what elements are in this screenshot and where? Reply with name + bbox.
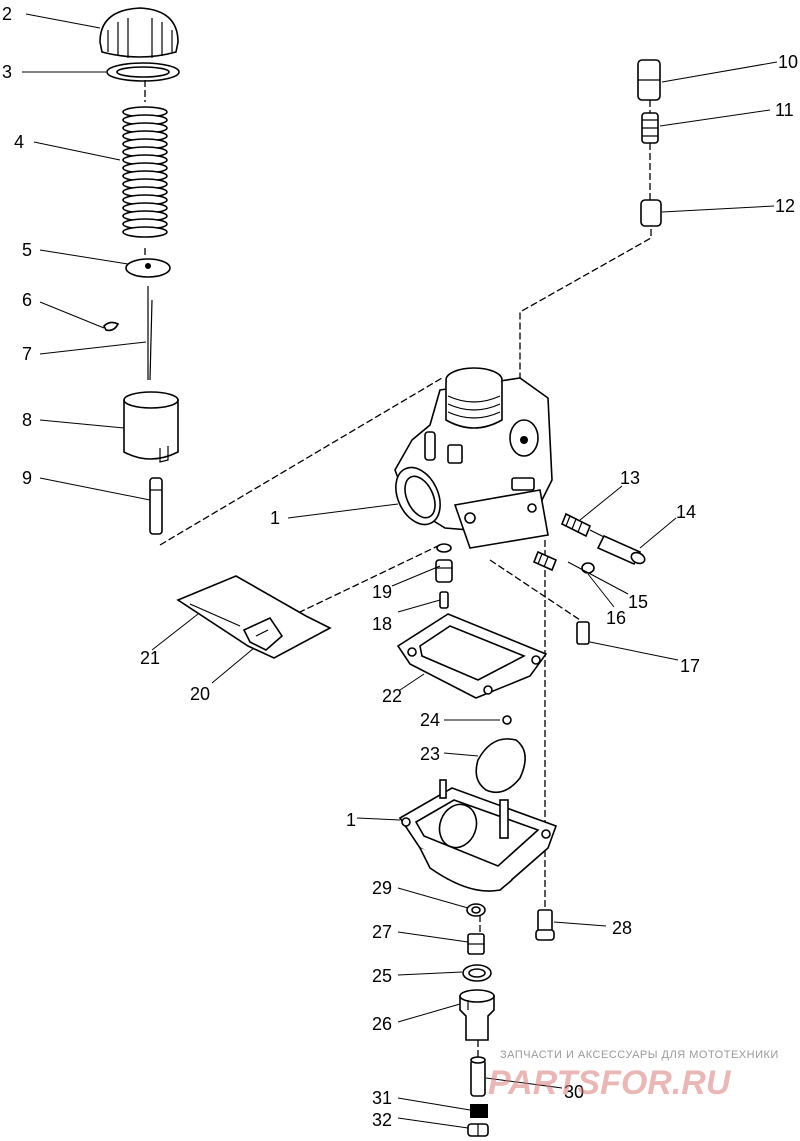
- callout-7: 7: [22, 344, 32, 364]
- leader-lines: [22, 13, 778, 1129]
- callout-14: 14: [676, 502, 696, 522]
- callout-6: 6: [22, 290, 32, 310]
- callout-8: 8: [22, 410, 32, 430]
- callout-1-bowl: 1: [346, 810, 356, 830]
- callout-9: 9: [22, 468, 32, 488]
- watermark: ЗАПЧАСТИ И АКСЕССУАРЫ ДЛЯ МОТОТЕХНИКИ PA…: [488, 1049, 779, 1102]
- assembly-guide-lines: [144, 80, 652, 1065]
- callout-12: 12: [775, 196, 795, 216]
- float-bowl: [398, 779, 558, 892]
- throttle-spring: [122, 106, 168, 238]
- overflow-tube: [470, 1056, 486, 1097]
- throttle-stop-screw: [596, 534, 646, 566]
- cable-bracket-plate: [176, 575, 332, 659]
- callout-29: 29: [372, 878, 392, 898]
- drain-screw: [467, 1123, 489, 1137]
- carb-top-cap: [99, 7, 179, 58]
- air-screw: [560, 512, 611, 541]
- callout-24: 24: [420, 710, 440, 730]
- callout-23: 23: [420, 744, 440, 764]
- cable-adjuster-top: [637, 59, 661, 101]
- callout-4: 4: [14, 132, 24, 152]
- callout-22: 22: [382, 686, 402, 706]
- callout-3: 3: [2, 62, 12, 82]
- throttle-slide: [123, 391, 179, 463]
- callout-25: 25: [372, 966, 392, 986]
- callout-11: 11: [775, 100, 794, 120]
- spring-seat: [125, 258, 171, 278]
- callout-10: 10: [778, 52, 798, 72]
- callout-1-body: 1: [270, 508, 280, 528]
- callout-20: 20: [190, 684, 210, 704]
- cap-gasket-ring: [106, 62, 180, 82]
- main-jet: [467, 933, 485, 955]
- o-ring: [462, 964, 492, 982]
- callout-26: 26: [372, 1014, 392, 1034]
- jet-needle: [147, 286, 153, 381]
- drain-spring: [470, 1104, 488, 1118]
- callout-16: 16: [606, 608, 626, 628]
- callout-13: 13: [620, 468, 640, 488]
- drain-fitting: [576, 621, 590, 645]
- stop-screw-spring: [532, 550, 558, 572]
- slide-pin: [149, 477, 163, 535]
- stop-screw-washer: [581, 562, 595, 574]
- watermark-tagline: ЗАПЧАСТИ И АКСЕССУАРЫ ДЛЯ МОТОТЕХНИКИ: [500, 1049, 779, 1061]
- spring-coil: [122, 226, 168, 238]
- callout-2: 2: [2, 4, 12, 24]
- pilot-jet: [435, 559, 453, 583]
- carburetor-body: [394, 367, 553, 549]
- float-bowl-gasket: [396, 613, 548, 699]
- callout-5: 5: [22, 240, 32, 260]
- drain-plug-housing: [459, 989, 495, 1041]
- callout-31: 31: [372, 1088, 392, 1108]
- callout-27: 27: [372, 922, 392, 942]
- main-jet-washer: [466, 903, 486, 917]
- cable-adjuster-bottom: [640, 199, 662, 227]
- needle-clip: [103, 321, 120, 332]
- cable-adjuster-nut: [641, 112, 659, 144]
- watermark-brand: PARTSFOR.RU: [488, 1064, 732, 1102]
- bracket-clip: [242, 616, 284, 651]
- callout-18: 18: [372, 614, 392, 634]
- needle-jet: [436, 543, 452, 609]
- callout-30: 30: [564, 1082, 584, 1102]
- bowl-screw: [535, 909, 555, 941]
- float-pin: [502, 715, 512, 725]
- callout-32: 32: [372, 1110, 392, 1130]
- callout-17: 17: [680, 656, 700, 676]
- callout-19: 19: [372, 582, 392, 602]
- float: [475, 738, 526, 794]
- callout-28: 28: [612, 918, 632, 938]
- callout-labels: 2 3 4 5 6 7 8 9 10 11 12 1 13 14 15 16 1…: [2, 4, 798, 1130]
- callout-15: 15: [628, 592, 648, 612]
- callout-21: 21: [140, 648, 160, 668]
